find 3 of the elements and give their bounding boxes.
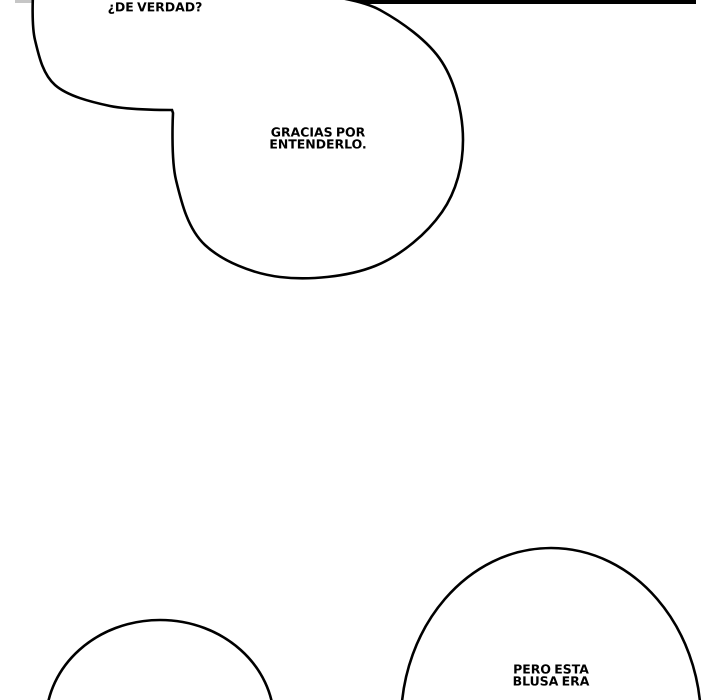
speech-bubble [44, 618, 276, 700]
speech-bubble: ¿DE VERDAD? GRACIAS POR ENTENDERLO. [31, 0, 464, 280]
speech-bubble: PERO ESTA BLUSA ERA [400, 546, 702, 700]
